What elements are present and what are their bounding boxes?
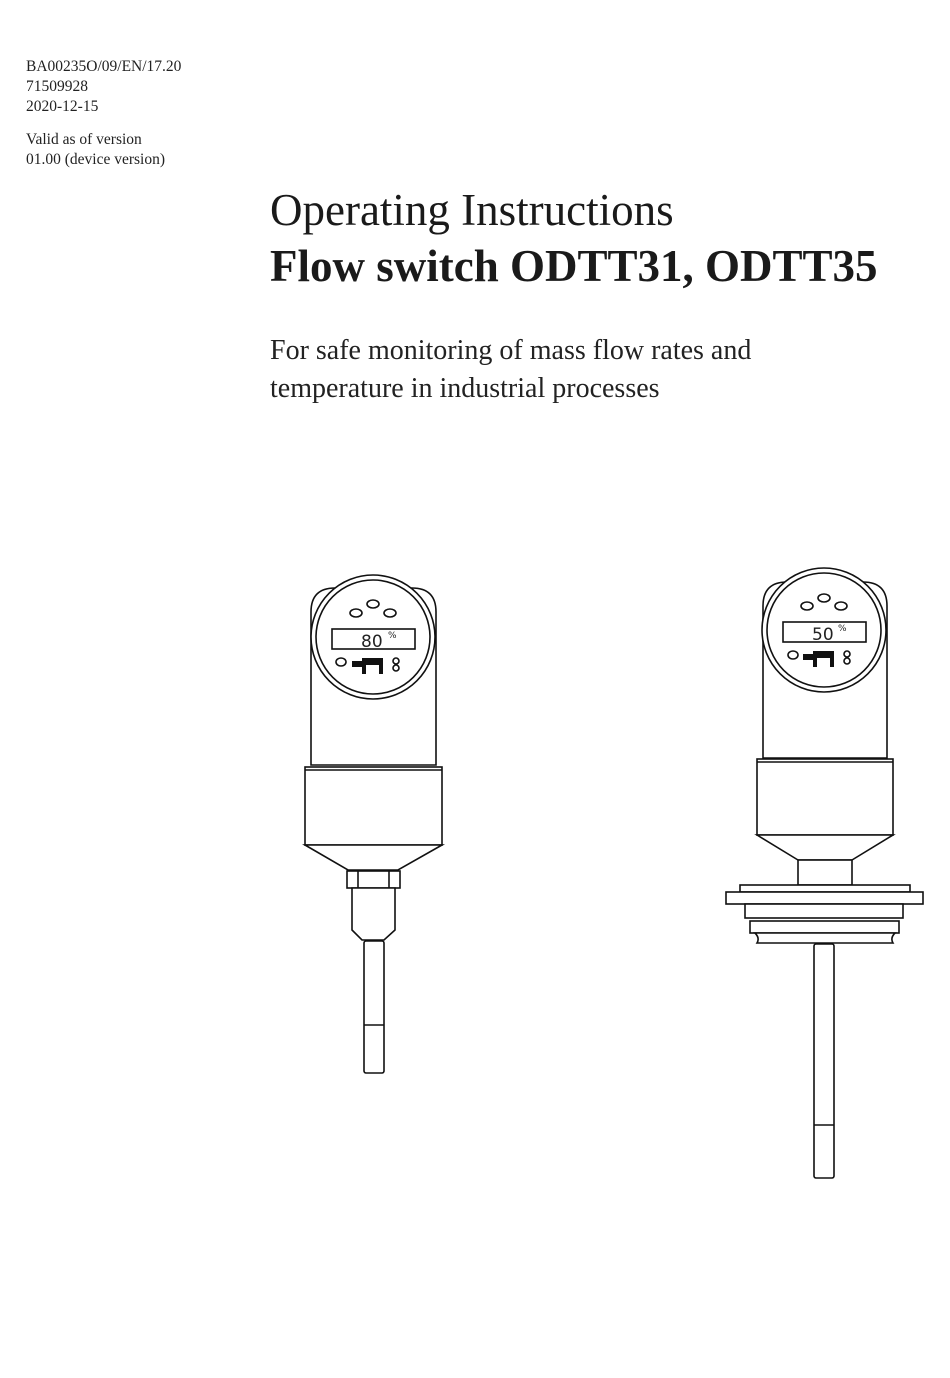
subtitle-line-1: For safe monitoring of mass flow rates a… [270,335,752,366]
device-right-illustration: 50 % [725,567,924,1179]
doc-code: BA00235O/09/EN/17.20 [26,58,182,75]
subtitle-line-2: temperature in industrial processes [270,373,660,404]
device-left-illustration: 80 % [302,574,446,1074]
doc-type-title: Operating Instructions [270,185,674,235]
display-unit-left: % [388,631,397,641]
validity-note: Valid as of version 01.00 (device versio… [26,130,165,170]
display-unit-right: % [838,624,847,634]
product-title: Flow switch ODTT31, ODTT35 [270,241,878,291]
display-value-right: 50 [812,625,834,645]
subtitle: For safe monitoring of mass flow rates a… [270,332,751,408]
validity-line-1: Valid as of version [26,131,142,148]
order-number: 71509928 [26,78,88,95]
document-meta: BA00235O/09/EN/17.20 71509928 2020-12-15 [26,57,181,117]
date: 2020-12-15 [26,98,99,115]
validity-line-2: 01.00 (device version) [26,151,166,168]
display-value-left: 80 [361,632,383,652]
